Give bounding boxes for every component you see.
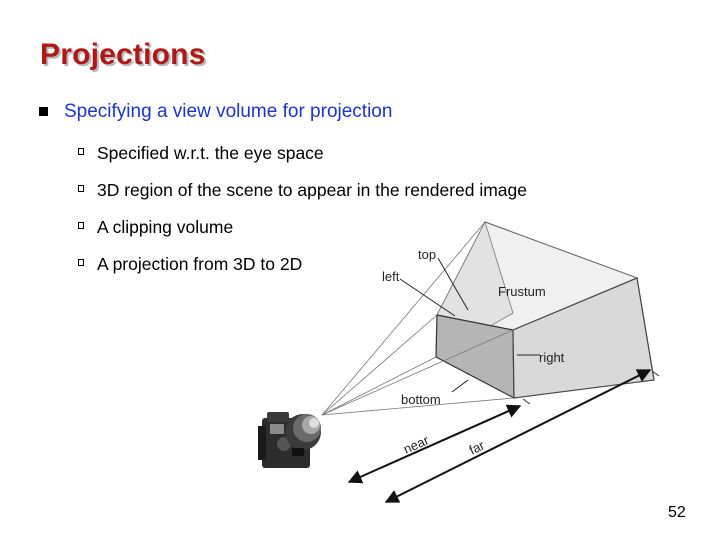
near-arrow <box>347 404 522 484</box>
slide-title: Projections <box>40 38 206 71</box>
near-plane <box>435 314 515 400</box>
sub-bullet-text: A clipping volume <box>97 217 234 237</box>
hollow-square-bullet-icon <box>78 185 84 192</box>
label-far: far <box>467 437 488 458</box>
label-top: top <box>418 247 436 262</box>
square-bullet-icon <box>39 107 48 116</box>
label-right: right <box>539 350 565 365</box>
label-bottom: bottom <box>401 392 441 407</box>
label-frustum: Frustum <box>498 284 546 299</box>
page-number: 52 <box>668 504 686 521</box>
extension-ticks <box>522 370 660 405</box>
hollow-square-bullet-icon <box>78 148 84 155</box>
hollow-square-bullet-icon <box>78 259 84 266</box>
sub-bullet-text: 3D region of the scene to appear in the … <box>97 180 528 200</box>
bullet-text: Specifying a view volume for projection <box>64 101 393 122</box>
hollow-square-bullet-icon <box>78 222 84 229</box>
camera-icon <box>258 412 321 468</box>
label-leaders <box>399 257 540 393</box>
label-left: left <box>382 269 400 284</box>
sub-bullet-text: Specified w.r.t. the eye space <box>97 143 324 163</box>
sub-bullet-text: A projection from 3D to 2D <box>97 254 303 274</box>
far-arrow <box>384 369 652 503</box>
